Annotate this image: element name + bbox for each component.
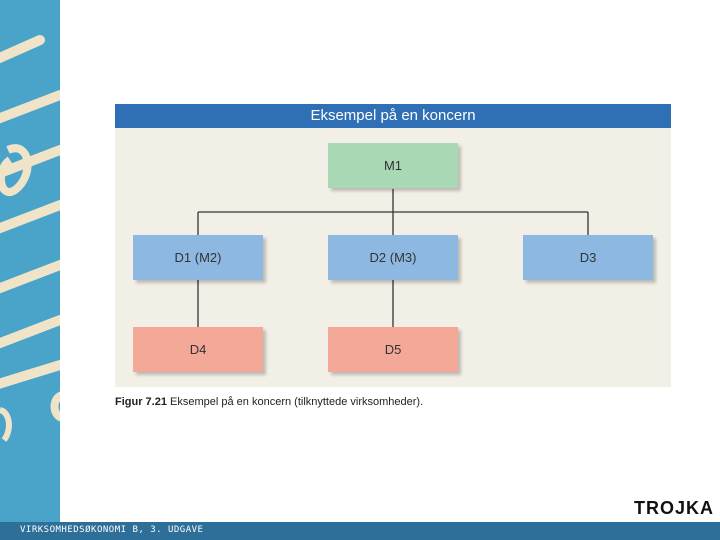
node-m1: M1 bbox=[328, 143, 458, 188]
decorative-stripes bbox=[0, 35, 60, 442]
node-d2: D2 (M3) bbox=[328, 235, 458, 280]
connector-lines bbox=[197, 189, 589, 327]
caption-label: Figur 7.21 bbox=[115, 396, 167, 408]
node-d1: D1 (M2) bbox=[133, 235, 263, 280]
node-d5: D5 bbox=[328, 327, 458, 372]
decorative-side-band bbox=[0, 0, 60, 540]
node-d4: D4 bbox=[133, 327, 263, 372]
figure-header: Eksempel på en koncern bbox=[115, 104, 671, 128]
figure-caption: Figur 7.21 Eksempel på en koncern (tilkn… bbox=[115, 396, 423, 408]
node-d3: D3 bbox=[523, 235, 653, 280]
caption-text: Eksempel på en koncern (tilknyttede virk… bbox=[166, 396, 424, 408]
brand-logo: TROJKA bbox=[633, 498, 714, 518]
org-chart-figure: Eksempel på en koncern M1 D1 (M2) D2 (M3… bbox=[115, 104, 671, 387]
footer-text: VIRKSOMHEDSØKONOMI B, 3. UDGAVE bbox=[20, 525, 204, 535]
footer-band bbox=[0, 522, 720, 540]
